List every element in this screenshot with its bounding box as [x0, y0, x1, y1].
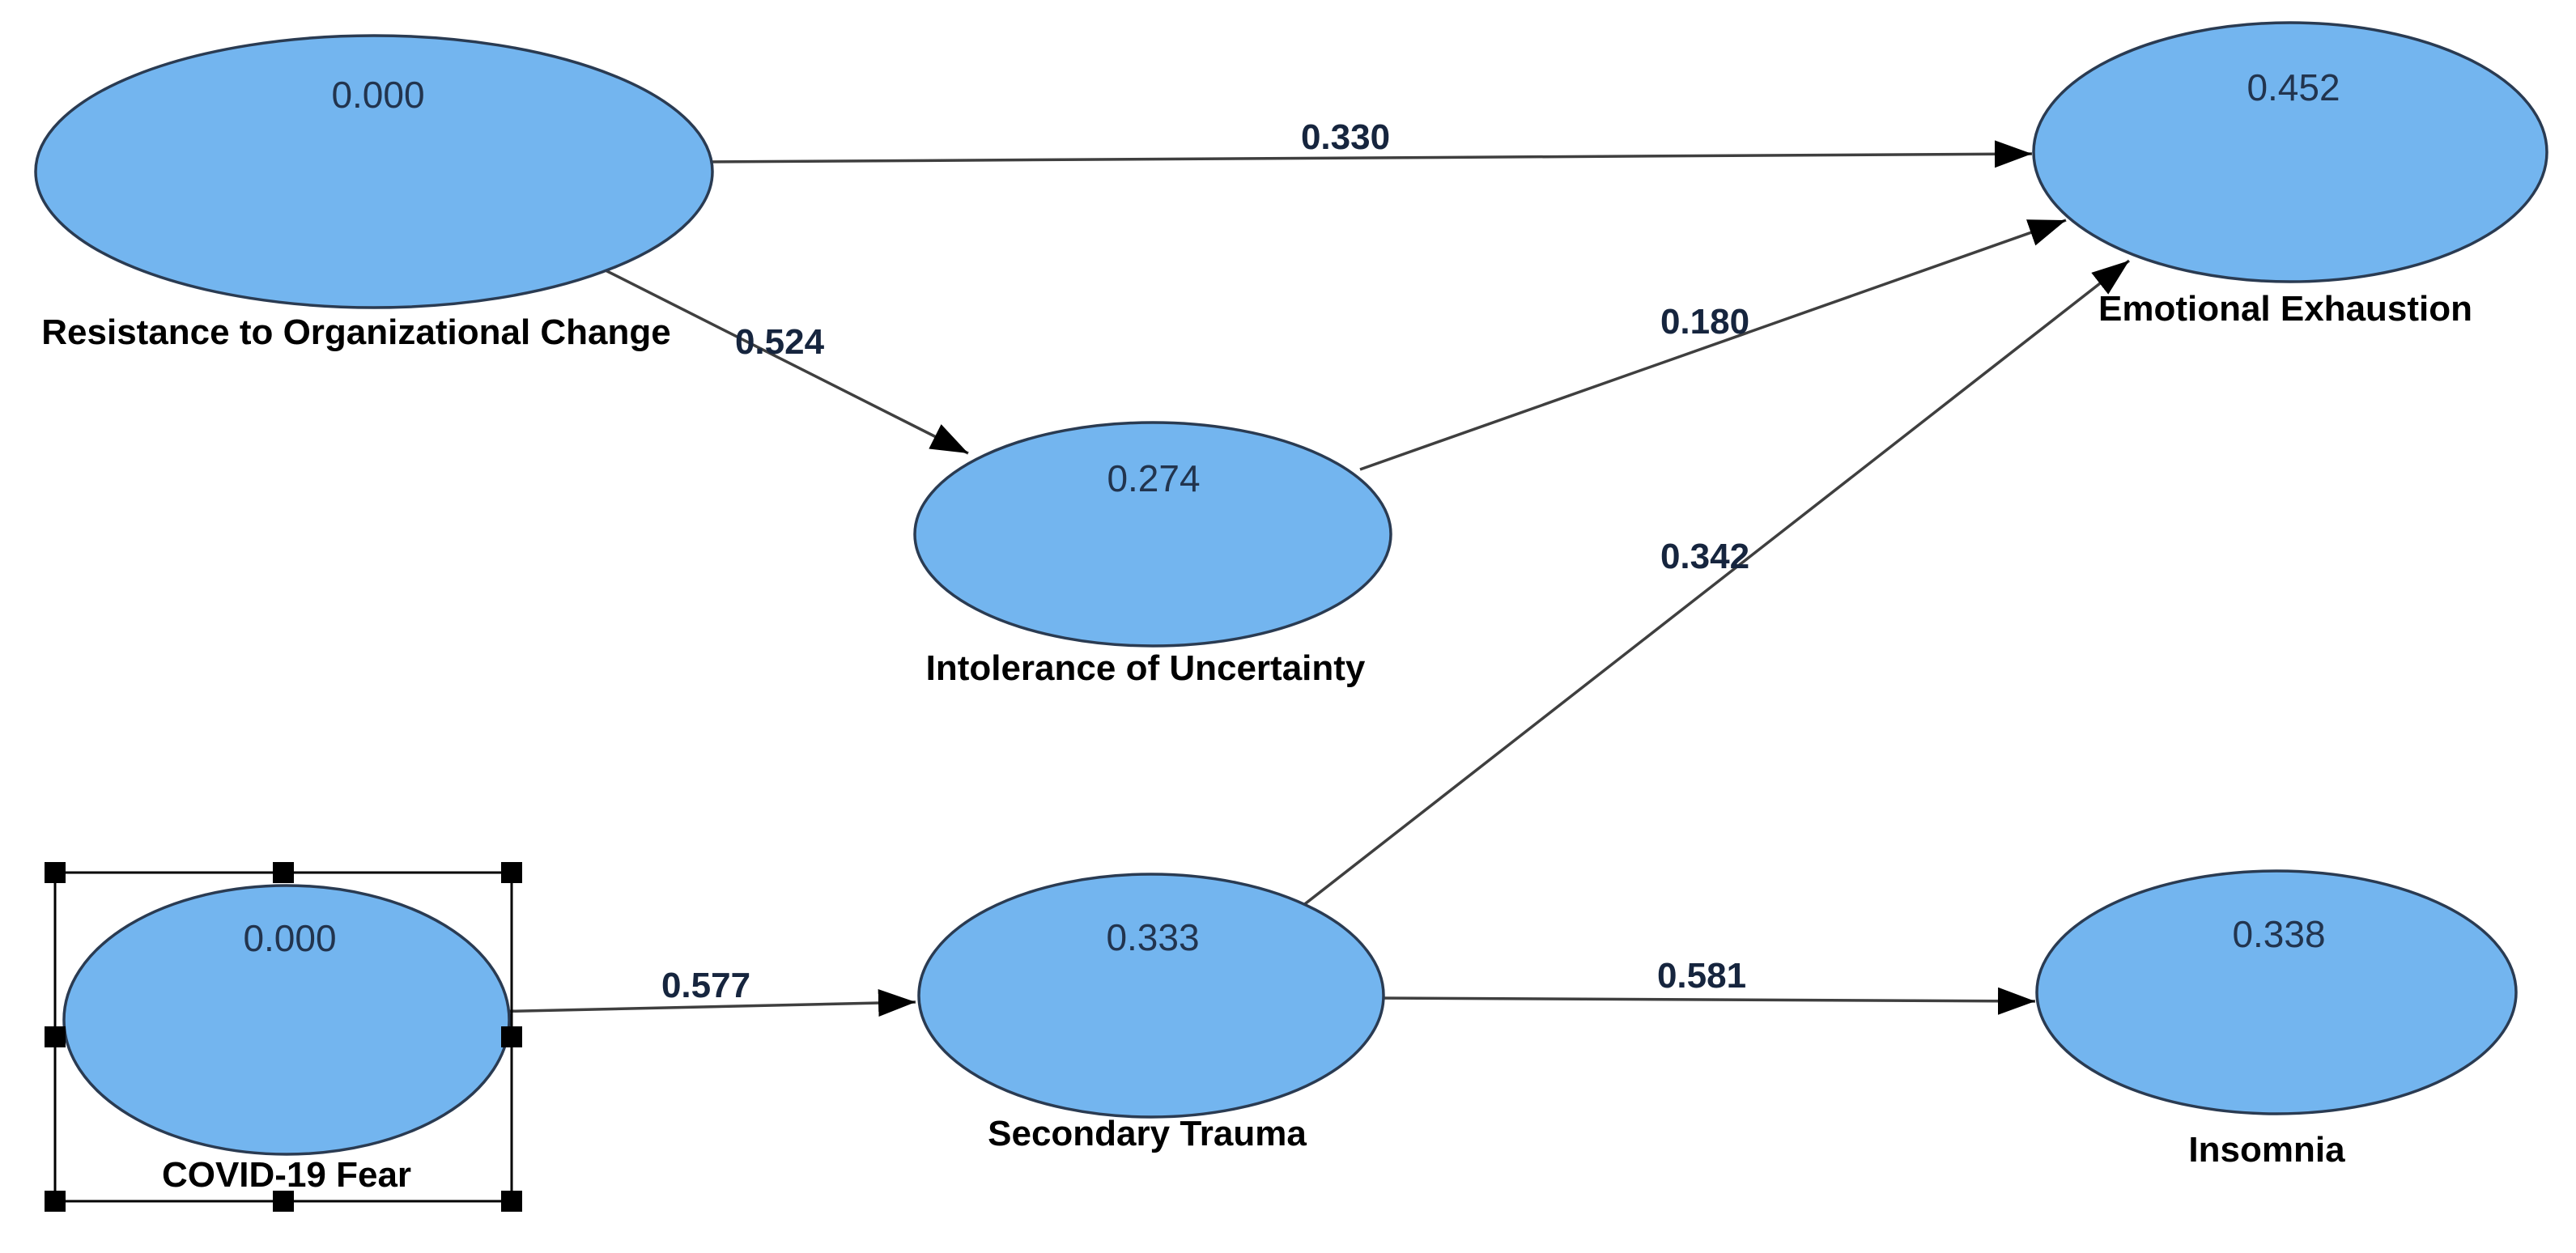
construct-covid-19-fear[interactable]: [62, 884, 511, 1156]
construct-insomnia[interactable]: [2035, 869, 2518, 1115]
selection-handle-e[interactable]: [501, 1026, 522, 1047]
path-secondary-trauma-to-insomnia[interactable]: [1375, 987, 2036, 1015]
path-coefficient-secondary-trauma-to-emotional-exhaustion: 0.342: [1660, 537, 1749, 576]
path-secondary-trauma-to-emotional-exhaustion[interactable]: [1290, 259, 2131, 916]
path-covid-19-fear-to-secondary-trauma[interactable]: [485, 989, 916, 1017]
selection-handle-nw[interactable]: [45, 862, 66, 883]
path-coefficient-covid-19-fear-to-secondary-trauma: 0.577: [661, 966, 750, 1005]
selection-handle-sw[interactable]: [45, 1191, 66, 1212]
construct-secondary-trauma[interactable]: [917, 873, 1385, 1119]
path-intolerance-of-uncertainty-to-emotional-exhaustion[interactable]: [1359, 219, 2067, 471]
edges-layer: [485, 140, 2131, 1017]
construct-value-intolerance-of-uncertainty: 0.274: [1107, 457, 1200, 499]
selection-handle-n[interactable]: [273, 862, 294, 883]
edge-labels-layer: 0.330 0.524 0.180 0.342 0.577 0.581: [661, 117, 1749, 1005]
path-resistance-to-organizational-change-to-intolerance-of-uncertainty[interactable]: [598, 265, 969, 455]
construct-value-secondary-trauma: 0.333: [1106, 916, 1199, 958]
selection-handle-w[interactable]: [45, 1026, 66, 1047]
construct-value-resistance-to-organizational-change: 0.000: [331, 74, 424, 116]
construct-label-emotional-exhaustion: Emotional Exhaustion: [2098, 289, 2472, 329]
construct-value-emotional-exhaustion: 0.452: [2247, 66, 2340, 108]
path-coefficient-intolerance-of-uncertainty-to-emotional-exhaustion: 0.180: [1660, 302, 1749, 342]
construct-value-covid-19-fear: 0.000: [243, 917, 336, 959]
selection-handle-se[interactable]: [501, 1191, 522, 1212]
path-coefficient-resistance-to-organizational-change-to-intolerance-of-uncertainty: 0.524: [735, 322, 825, 362]
construct-intolerance-of-uncertainty[interactable]: [913, 421, 1392, 648]
construct-label-covid-19-fear: COVID-19 Fear: [162, 1155, 411, 1195]
selection-layer: [45, 862, 522, 1212]
selection-handle-s[interactable]: [273, 1191, 294, 1212]
construct-value-insomnia: 0.338: [2232, 913, 2325, 955]
construct-label-insomnia: Insomnia: [2188, 1130, 2345, 1170]
selection-handle-ne[interactable]: [501, 862, 522, 883]
construct-label-secondary-trauma: Secondary Trauma: [988, 1114, 1307, 1153]
construct-emotional-exhaustion[interactable]: [2032, 21, 2548, 283]
path-resistance-to-organizational-change-to-emotional-exhaustion[interactable]: [704, 140, 2033, 168]
construct-resistance-to-organizational-change[interactable]: [34, 34, 714, 309]
construct-label-intolerance-of-uncertainty: Intolerance of Uncertainty: [926, 648, 1366, 688]
construct-label-resistance-to-organizational-change: Resistance to Organizational Change: [41, 312, 671, 352]
path-coefficient-resistance-to-organizational-change-to-emotional-exhaustion: 0.330: [1301, 117, 1390, 157]
path-coefficient-secondary-trauma-to-insomnia: 0.581: [1657, 956, 1746, 996]
